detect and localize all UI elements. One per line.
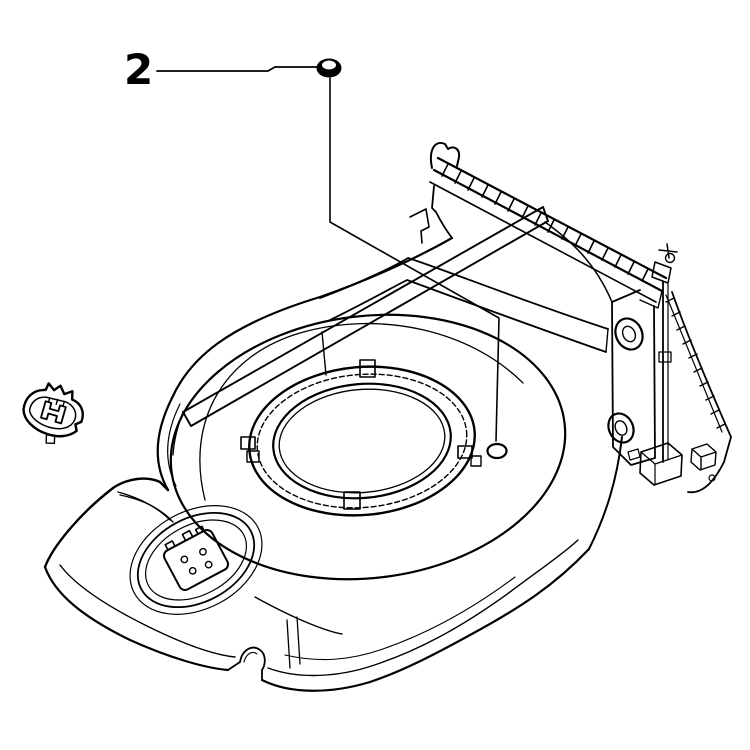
deck-left-edge — [43, 236, 454, 569]
callout-leader-line — [156, 66, 318, 72]
callout-2: 2 — [124, 45, 508, 460]
front-bumper — [117, 491, 263, 615]
plug-mounting-hole — [486, 442, 508, 460]
blade-ring — [240, 359, 482, 517]
deck-skirt — [43, 436, 623, 692]
plug-leader-line — [329, 77, 500, 442]
deck-dome — [169, 313, 567, 581]
front-latch-plate — [162, 525, 230, 591]
deck-top-ridge — [319, 257, 609, 376]
rear-wall-band — [182, 185, 613, 427]
ring-clips — [240, 359, 482, 510]
husqvarna-crown-emblem — [22, 382, 84, 445]
rear-hinge-bracket — [607, 281, 732, 494]
callout-label: 2 — [124, 45, 153, 94]
rear-hinge-rail — [429, 142, 678, 309]
mower-deck-chassis — [43, 142, 732, 692]
plug-part — [316, 58, 342, 78]
